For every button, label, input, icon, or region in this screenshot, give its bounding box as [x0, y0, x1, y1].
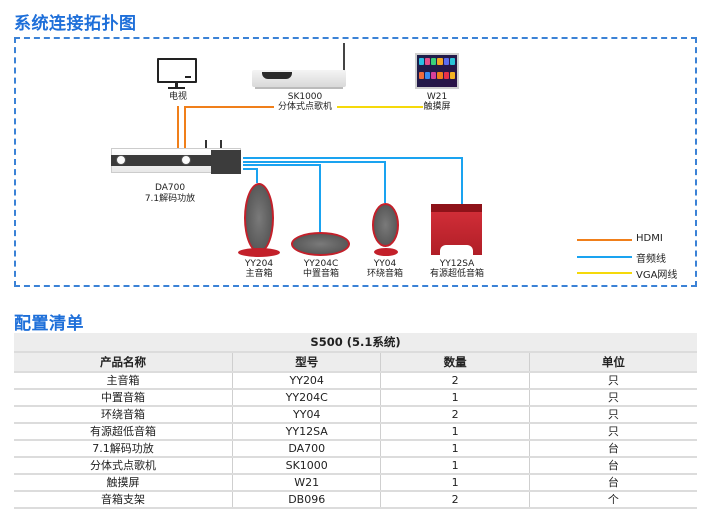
- header-model: 型号: [231, 352, 381, 373]
- cell-model: YY12SA: [231, 423, 381, 441]
- tv-label: 电视: [168, 92, 187, 102]
- sk1000-name-label: 分体式点歌机: [277, 102, 332, 112]
- yy04-model-label: YY04: [373, 259, 397, 269]
- audio-wire-yy204c-drop: [319, 164, 321, 232]
- cell-qty: 2: [380, 372, 530, 390]
- cell-unit: 只: [528, 406, 697, 424]
- da700-model-label: DA700: [154, 183, 186, 193]
- header-product-name: 产品名称: [14, 352, 233, 373]
- cell-model: YY204C: [231, 389, 381, 407]
- table-title: S500 (5.1系统): [14, 333, 697, 353]
- table-row: 中置音箱 YY204C 1 只: [14, 389, 697, 407]
- legend-hdmi-swatch: [577, 239, 632, 241]
- yy04-name-label: 环绕音箱: [366, 269, 403, 279]
- w21-name-label: 触摸屏: [423, 102, 451, 112]
- cell-model: W21: [231, 474, 381, 492]
- cell-product: 有源超低音箱: [14, 423, 233, 441]
- table-row: 有源超低音箱 YY12SA 1 只: [14, 423, 697, 441]
- cell-product: 7.1解码功放: [14, 440, 233, 458]
- table-title-row: S500 (5.1系统): [14, 333, 697, 353]
- header-quantity: 数量: [380, 352, 530, 373]
- topology-diagram-frame: [14, 37, 697, 287]
- table-header-row: 产品名称 型号 数量 单位: [14, 352, 697, 373]
- cell-model: SK1000: [231, 457, 381, 475]
- cell-model: YY04: [231, 406, 381, 424]
- header-unit: 单位: [528, 352, 697, 373]
- cell-model: DA700: [231, 440, 381, 458]
- cell-qty: 1: [380, 474, 530, 492]
- cell-product: 环绕音箱: [14, 406, 233, 424]
- sk1000-model-label: SK1000: [287, 92, 323, 102]
- yy204-model-label: YY204: [244, 259, 274, 269]
- cell-unit: 只: [528, 372, 697, 390]
- cell-product: 中置音箱: [14, 389, 233, 407]
- table-row: 7.1解码功放 DA700 1 台: [14, 440, 697, 458]
- cell-qty: 1: [380, 423, 530, 441]
- cell-model: YY204: [231, 372, 381, 390]
- hdmi-wire-tv-da700: [177, 106, 179, 148]
- cell-qty: 1: [380, 389, 530, 407]
- w21-touchscreen-image: [415, 53, 459, 89]
- yy204-name-label: 主音箱: [245, 269, 273, 279]
- cell-qty: 1: [380, 440, 530, 458]
- w21-model-label: W21: [426, 92, 448, 102]
- audio-wire-yy204-drop: [256, 168, 258, 183]
- cell-unit: 台: [528, 440, 697, 458]
- yy204c-name-label: 中置音箱: [302, 269, 339, 279]
- hdmi-wire-sk1000-da700-h: [184, 106, 274, 108]
- config-list-title: 配置清单: [14, 314, 84, 334]
- legend-vga-label: VGA网线: [636, 270, 678, 281]
- cell-unit: 只: [528, 389, 697, 407]
- yy12sa-model-label: YY12SA: [439, 259, 475, 269]
- cell-product: 触摸屏: [14, 474, 233, 492]
- cell-unit: 个: [528, 491, 697, 509]
- audio-wire-yy04: [243, 161, 386, 163]
- legend-audio-swatch: [577, 256, 632, 258]
- hdmi-wire-sk1000-da700-v: [184, 106, 186, 148]
- audio-wire-yy204: [243, 168, 258, 170]
- table-row: 环绕音箱 YY04 2 只: [14, 406, 697, 424]
- legend-hdmi-label: HDMI: [636, 233, 663, 244]
- cell-product: 主音箱: [14, 372, 233, 390]
- cell-product: 分体式点歌机: [14, 457, 233, 475]
- cell-product: 音箱支架: [14, 491, 233, 509]
- table-row: 主音箱 YY204 2 只: [14, 372, 697, 390]
- yy12sa-name-label: 有源超低音箱: [429, 269, 484, 279]
- audio-wire-yy12sa-drop: [461, 157, 463, 204]
- vga-wire-sk1000-w21: [337, 106, 423, 108]
- yy204c-model-label: YY204C: [303, 259, 339, 269]
- da700-name-label: 7.1解码功放: [144, 194, 196, 204]
- audio-wire-yy04-drop: [384, 161, 386, 203]
- table-row: 音箱支架 DB096 2 个: [14, 491, 697, 509]
- cell-unit: 台: [528, 474, 697, 492]
- cell-model: DB096: [231, 491, 381, 509]
- audio-wire-yy204c: [243, 164, 321, 166]
- legend-vga-swatch: [577, 272, 632, 274]
- cell-qty: 2: [380, 491, 530, 509]
- audio-wire-yy12sa: [243, 157, 463, 159]
- cell-unit: 只: [528, 423, 697, 441]
- legend-audio-label: 音频线: [636, 254, 666, 265]
- table-row: 触摸屏 W21 1 台: [14, 474, 697, 492]
- table-row: 分体式点歌机 SK1000 1 台: [14, 457, 697, 475]
- topology-title: 系统连接拓扑图: [14, 14, 137, 34]
- cell-qty: 1: [380, 457, 530, 475]
- config-table: S500 (5.1系统) 产品名称 型号 数量 单位 主音箱 YY204 2 只…: [14, 333, 697, 509]
- cell-qty: 2: [380, 406, 530, 424]
- cell-unit: 台: [528, 457, 697, 475]
